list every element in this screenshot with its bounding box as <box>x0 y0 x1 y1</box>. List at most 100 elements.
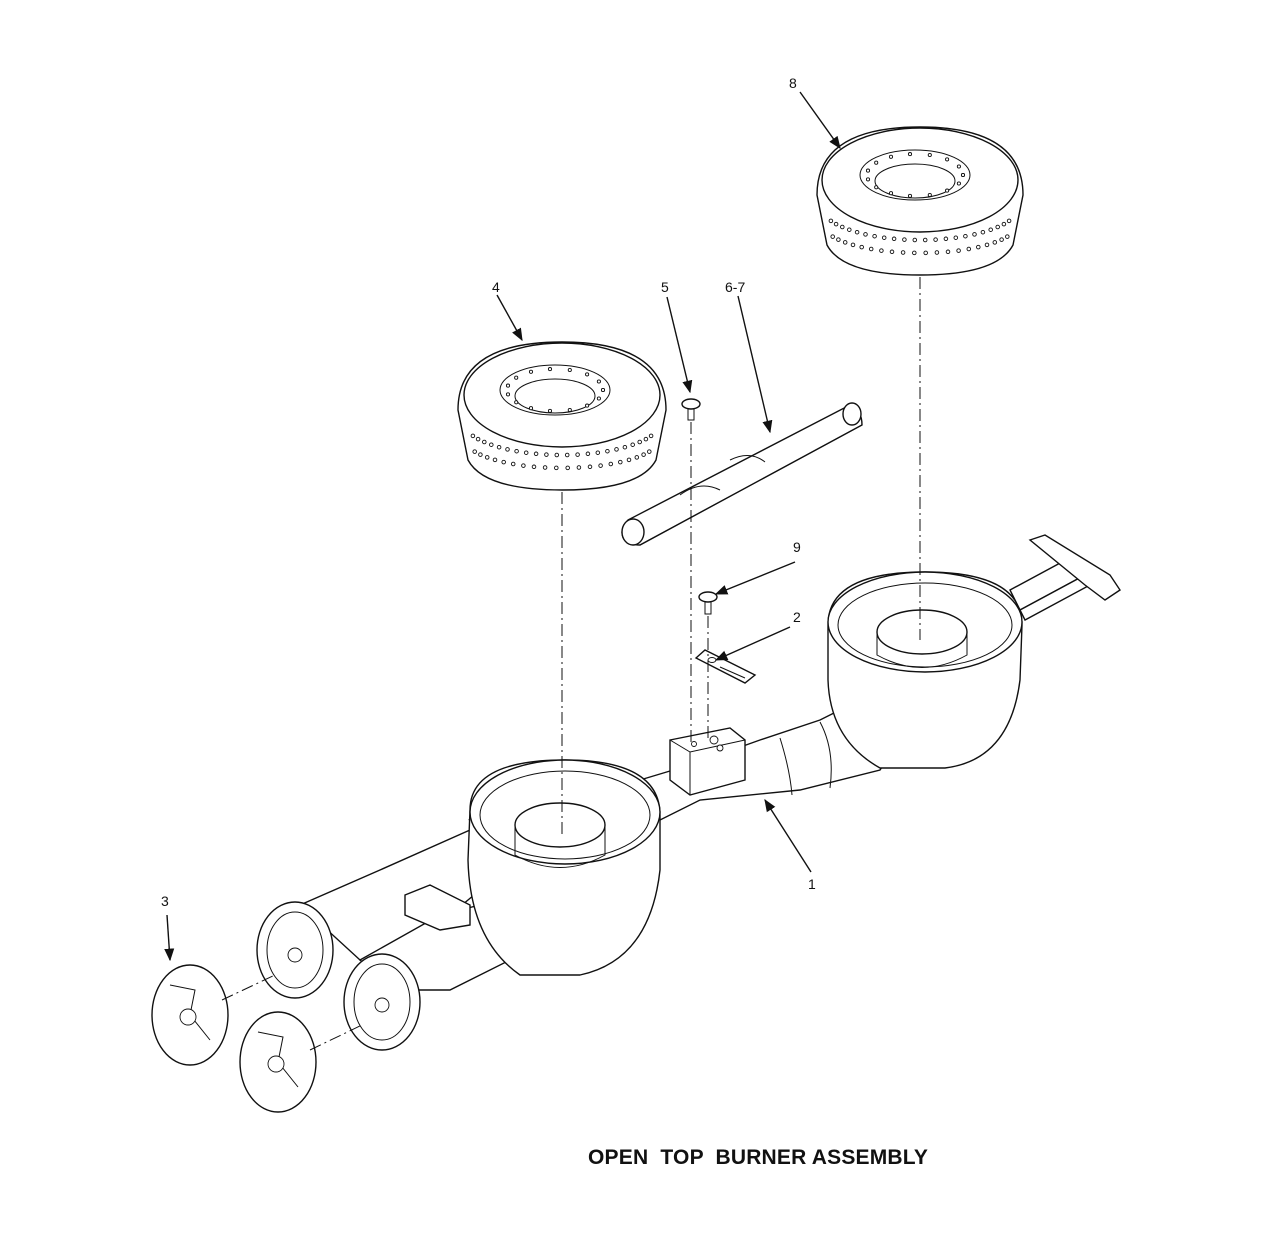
screw-part-9 <box>698 591 718 615</box>
burner-port-hole <box>470 433 476 439</box>
burner-port-hole <box>521 463 526 468</box>
burner-port-hole <box>542 465 548 470</box>
burner-port-hole <box>984 242 990 248</box>
burner-port-hole <box>833 221 839 227</box>
burner-port-hole <box>888 154 894 159</box>
burner-port-hole <box>881 235 887 240</box>
burner-port-hole <box>859 244 864 250</box>
air-shutter-disc-lower <box>239 1011 317 1113</box>
burner-port-hole <box>868 246 874 252</box>
burner-port-hole <box>889 249 895 255</box>
callout-6-7: 6-7 <box>725 279 745 295</box>
burner-port-hole <box>626 457 632 463</box>
burner-port-hole <box>505 392 511 397</box>
callout-9: 9 <box>793 539 801 555</box>
burner-port-hole <box>912 250 917 256</box>
burner-port-hole <box>850 242 856 248</box>
burner-port-hole <box>865 168 871 173</box>
callout-2: 2 <box>793 609 801 625</box>
burner-port-hole <box>564 452 570 458</box>
burner-port-hole <box>472 449 477 454</box>
burner-port-hole <box>879 248 884 253</box>
burner-port-hole <box>956 248 961 253</box>
burner-port-hole <box>478 452 483 457</box>
burner-port-hole <box>923 250 928 256</box>
burner-port-hole <box>647 449 652 454</box>
burner-port-hole <box>598 463 603 468</box>
burner-port-hole <box>956 164 961 169</box>
burner-port-hole <box>514 375 519 380</box>
burner-port-hole <box>492 457 498 463</box>
burner-port-hole <box>514 448 519 454</box>
burner-port-hole <box>934 250 940 255</box>
burner-port-hole <box>648 433 654 439</box>
burner-port-hole <box>637 439 642 445</box>
burner-port-hole <box>847 227 852 232</box>
pilot-tube-part-6-7 <box>621 402 863 546</box>
burner-port-hole <box>554 465 559 471</box>
burner-port-hole <box>585 403 590 408</box>
burner-port-hole <box>605 448 610 454</box>
burner-port-hole <box>927 192 932 198</box>
venturi-head-right <box>343 953 421 1051</box>
burner-body-part-1 <box>298 534 1121 991</box>
burner-port-hole <box>907 193 913 198</box>
burner-port-hole <box>496 444 502 450</box>
burner-port-hole <box>547 367 553 372</box>
pilot-bracket-part-2 <box>694 649 757 684</box>
air-shutter-disc-upper <box>151 964 229 1066</box>
burner-port-hole <box>874 185 879 190</box>
burner-port-hole <box>641 452 646 457</box>
burner-port-hole <box>505 447 510 452</box>
burner-port-hole <box>865 177 871 182</box>
burner-port-hole <box>634 455 640 460</box>
burner-port-hole <box>596 396 601 401</box>
callout-8: 8 <box>789 75 797 91</box>
burner-port-hole <box>907 152 913 157</box>
burner-port-hole <box>988 227 993 232</box>
burner-port-hole <box>927 152 932 158</box>
callout-5: 5 <box>661 279 669 295</box>
burner-port-hole <box>528 406 534 411</box>
burner-port-hole <box>533 451 539 457</box>
burner-port-hole <box>900 250 906 255</box>
burner-port-hole <box>828 218 834 224</box>
burner-port-hole <box>912 237 918 243</box>
burner-port-hole <box>874 160 879 165</box>
burner-port-hole <box>600 387 606 393</box>
burner-port-hole <box>501 459 506 465</box>
burner-port-hole <box>531 464 537 470</box>
burner-port-hole <box>510 461 516 467</box>
burner-port-hole <box>585 372 590 377</box>
burner-port-hole <box>643 436 649 442</box>
burner-port-hole <box>891 236 897 242</box>
burner-port-hole <box>922 237 928 243</box>
burner-port-hole <box>554 452 560 458</box>
burner-port-hole <box>1006 218 1012 224</box>
diagram-caption: OPEN TOP BURNER ASSEMBLY <box>588 1146 929 1169</box>
burner-port-hole <box>475 436 481 442</box>
burner-port-hole <box>972 232 977 237</box>
burner-port-hole <box>547 408 553 413</box>
burner-port-hole <box>585 451 591 457</box>
burner-port-hole <box>966 246 972 252</box>
burner-port-hole <box>960 172 966 178</box>
burner-port-hole <box>945 157 950 162</box>
burner-port-hole <box>587 464 593 470</box>
burner-port-hole <box>999 237 1004 242</box>
burner-port-hole <box>528 369 534 374</box>
burner-port-hole <box>945 249 951 255</box>
burner-port-hole <box>840 224 845 230</box>
burner-port-hole <box>567 367 572 373</box>
burner-head-right-part-8 <box>816 126 1024 276</box>
burner-port-hole <box>523 450 529 455</box>
burner-port-hole <box>618 459 623 465</box>
burner-port-hole <box>888 191 894 196</box>
screw-part-5 <box>681 398 701 421</box>
burner-port-hole <box>836 237 841 242</box>
burner-port-hole <box>830 234 835 239</box>
burner-port-hole <box>565 465 570 471</box>
burner-port-hole <box>630 442 635 447</box>
burner-port-hole <box>505 383 511 388</box>
